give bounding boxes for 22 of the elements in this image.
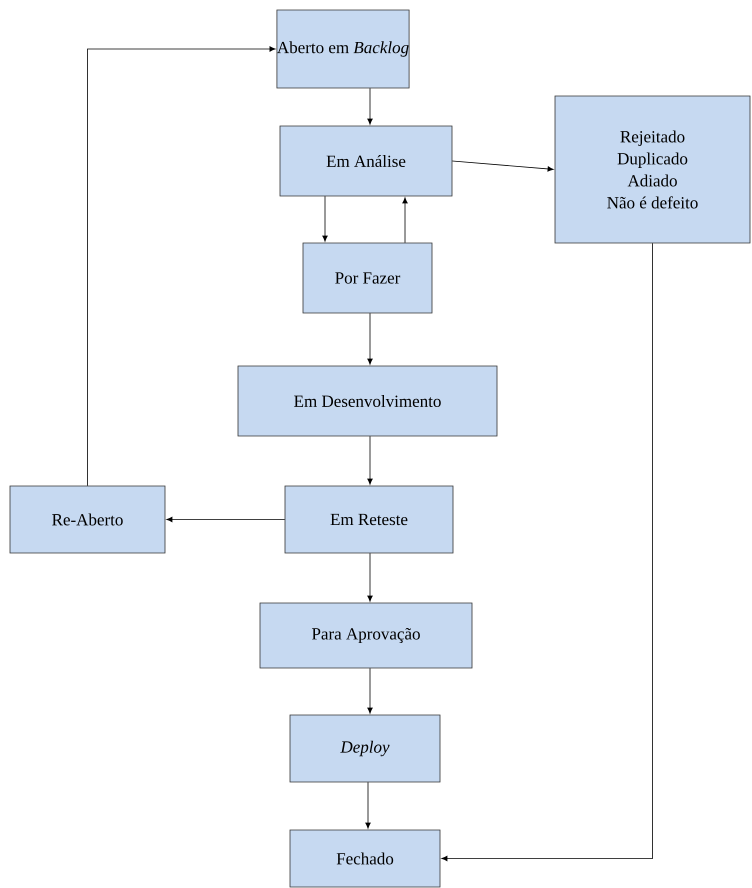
arrow [402, 197, 408, 243]
state-box: Em Desenvolvimento [238, 366, 498, 436]
arrow [441, 243, 653, 862]
arrow [166, 516, 285, 522]
state-box: Para Aprovação [260, 602, 472, 668]
arrow [322, 196, 328, 242]
arrow [367, 553, 373, 602]
state-box: Rejeitado Duplicado Adiado Não é defeito [554, 96, 750, 244]
arrow [87, 46, 276, 486]
state-box: Por Fazer [302, 242, 432, 314]
state-box: Em Reteste [284, 486, 454, 554]
arrow [367, 88, 373, 125]
arrow [365, 782, 371, 829]
arrow [367, 313, 373, 365]
state-box: Em Análise [280, 126, 452, 196]
state-box: Deploy [290, 714, 440, 782]
arrow [367, 436, 373, 485]
state-box: Aberto em Backlog [276, 10, 410, 88]
state-box: Fechado [290, 830, 440, 888]
arrow [367, 668, 373, 714]
state-box: Re-Aberto [10, 486, 166, 554]
arrow [452, 160, 554, 172]
